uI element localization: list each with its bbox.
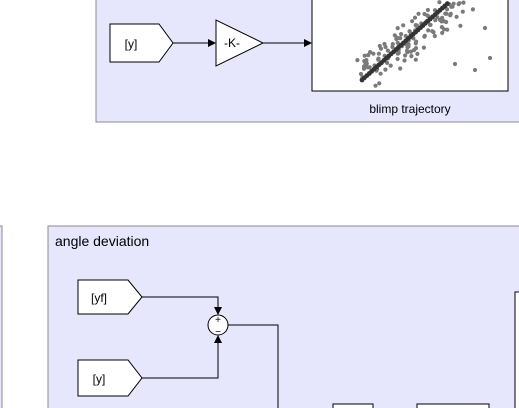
gain-block[interactable]: -K- <box>215 19 265 67</box>
xy-scope-block[interactable] <box>311 0 509 92</box>
from-tag-yf[interactable]: [yf] <box>77 279 143 315</box>
signal-line-gain-to-scope[interactable] <box>263 39 312 47</box>
partial-block-1[interactable] <box>332 403 374 408</box>
from-tag-y-top-label: [y] <box>125 37 138 51</box>
angle-deviation-title: angle deviation <box>55 233 149 249</box>
from-tag-yf-label: [yf] <box>91 291 107 305</box>
signal-line-sum-output[interactable] <box>228 324 279 408</box>
from-tag-y-bottom-label: [y] <box>93 372 106 386</box>
scope-caption: blimp trajectory <box>369 102 450 116</box>
sum-minus-sign: − <box>215 327 221 338</box>
from-tag-y-bottom[interactable]: [y] <box>77 359 143 397</box>
signal-line-y-to-sum[interactable] <box>142 335 222 379</box>
scatter-plot-icon <box>355 0 493 88</box>
signal-line-y-to-gain[interactable] <box>173 39 216 47</box>
left-subsystem-area-edge[interactable] <box>0 225 3 408</box>
sum-plus-sign: + <box>215 315 221 326</box>
from-tag-y-top[interactable]: [y] <box>109 23 174 63</box>
partial-block-2[interactable] <box>416 403 490 408</box>
gain-block-label: -K- <box>224 36 240 50</box>
signal-line-yf-to-sum[interactable] <box>142 296 222 315</box>
partial-block-right[interactable] <box>514 291 519 408</box>
